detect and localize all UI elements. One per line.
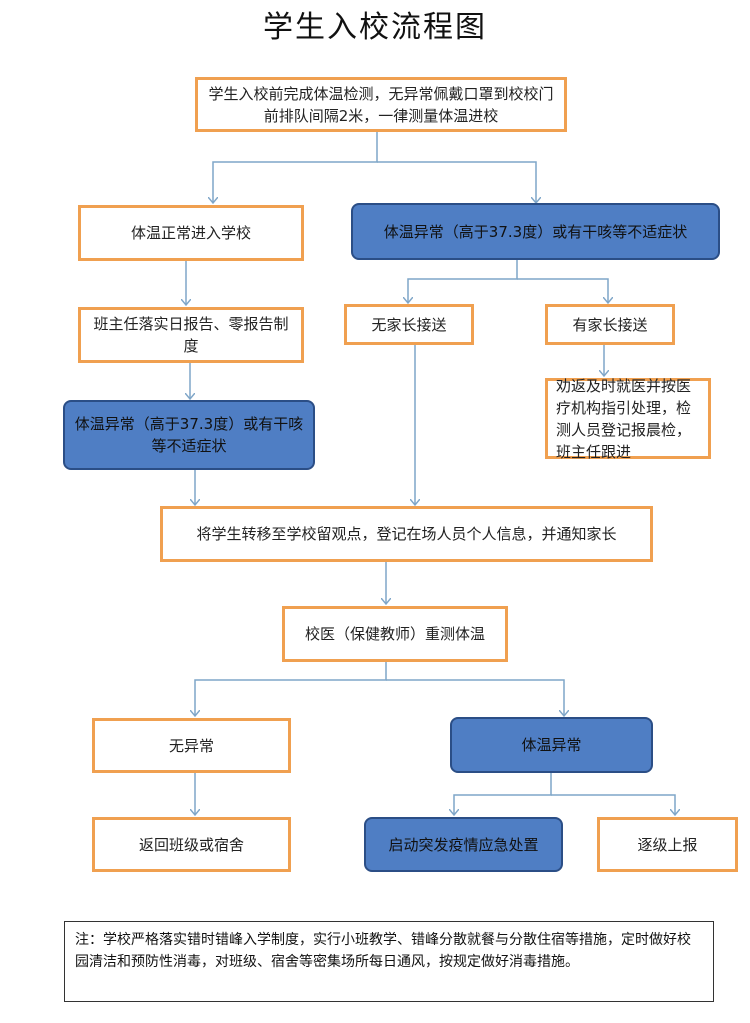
no-abnormal-text: 无异常 [168,736,214,755]
temp-abnormal-gate-box: 体温异常（高于37.3度）或有干咳等不适症状 [351,203,720,260]
advise-medical-text: 劝返及时就医并按医疗机构指引处理，检测人员登记报晨检，班主任跟进 [556,376,692,461]
emergency-text: 启动突发疫情应急处置 [388,835,539,854]
daily-report-text: 班主任落实日报告、零报告制度 [93,315,289,355]
temp-abnormal-text: 体温异常 [521,736,582,754]
no-parent-box: 无家长接送 [344,304,474,345]
start-box: 学生入校前完成体温检测，无异常佩戴口罩到校校门前排队间隔2米，一律测量体温进校 [195,77,567,132]
transfer-box: 将学生转移至学校留观点，登记在场人员个人信息，并通知家长 [160,506,653,562]
temp-normal-text: 体温正常进入学校 [130,224,251,242]
temp-abnormal-box: 体温异常 [450,717,653,773]
return-class-box: 返回班级或宿舍 [92,817,291,872]
has-parent-box: 有家长接送 [545,304,675,345]
has-parent-text: 有家长接送 [572,315,648,334]
retest-text: 校医（保健教师）重测体温 [304,625,485,643]
note-box: 注：学校严格落实错时错峰入学制度，实行小班教学、错峰分散就餐与分散住宿等措施，定… [64,921,714,1002]
temp-normal-box: 体温正常进入学校 [78,205,304,261]
note-text: 注：学校严格落实错时错峰入学制度，实行小班教学、错峰分散就餐与分散住宿等措施，定… [75,932,691,970]
advise-medical-box: 劝返及时就医并按医疗机构指引处理，检测人员登记报晨检，班主任跟进 [545,377,711,461]
report-up-text: 逐级上报 [637,835,698,854]
transfer-text: 将学生转移至学校留观点，登记在场人员个人信息，并通知家长 [196,525,617,543]
emergency-box: 启动突发疫情应急处置 [364,817,563,872]
no-abnormal-box: 无异常 [92,718,291,773]
temp-abnormal-school-box: 体温异常（高于37.3度）或有干咳等不适症状 [63,400,315,470]
start-text: 学生入校前完成体温检测，无异常佩戴口罩到校校门前排队间隔2米，一律测量体温进校 [208,84,554,125]
temp-abnormal-school-text: 体温异常（高于37.3度）或有干咳等不适症状 [74,415,304,455]
retest-box: 校医（保健教师）重测体温 [282,606,508,662]
page-title: 学生入校流程图 [263,10,487,45]
return-class-text: 返回班级或宿舍 [138,835,244,854]
daily-report-box: 班主任落实日报告、零报告制度 [78,307,304,363]
temp-abnormal-gate-text: 体温异常（高于37.3度）或有干咳等不适症状 [383,222,688,241]
no-parent-text: 无家长接送 [371,315,447,334]
report-up-box: 逐级上报 [597,817,738,872]
